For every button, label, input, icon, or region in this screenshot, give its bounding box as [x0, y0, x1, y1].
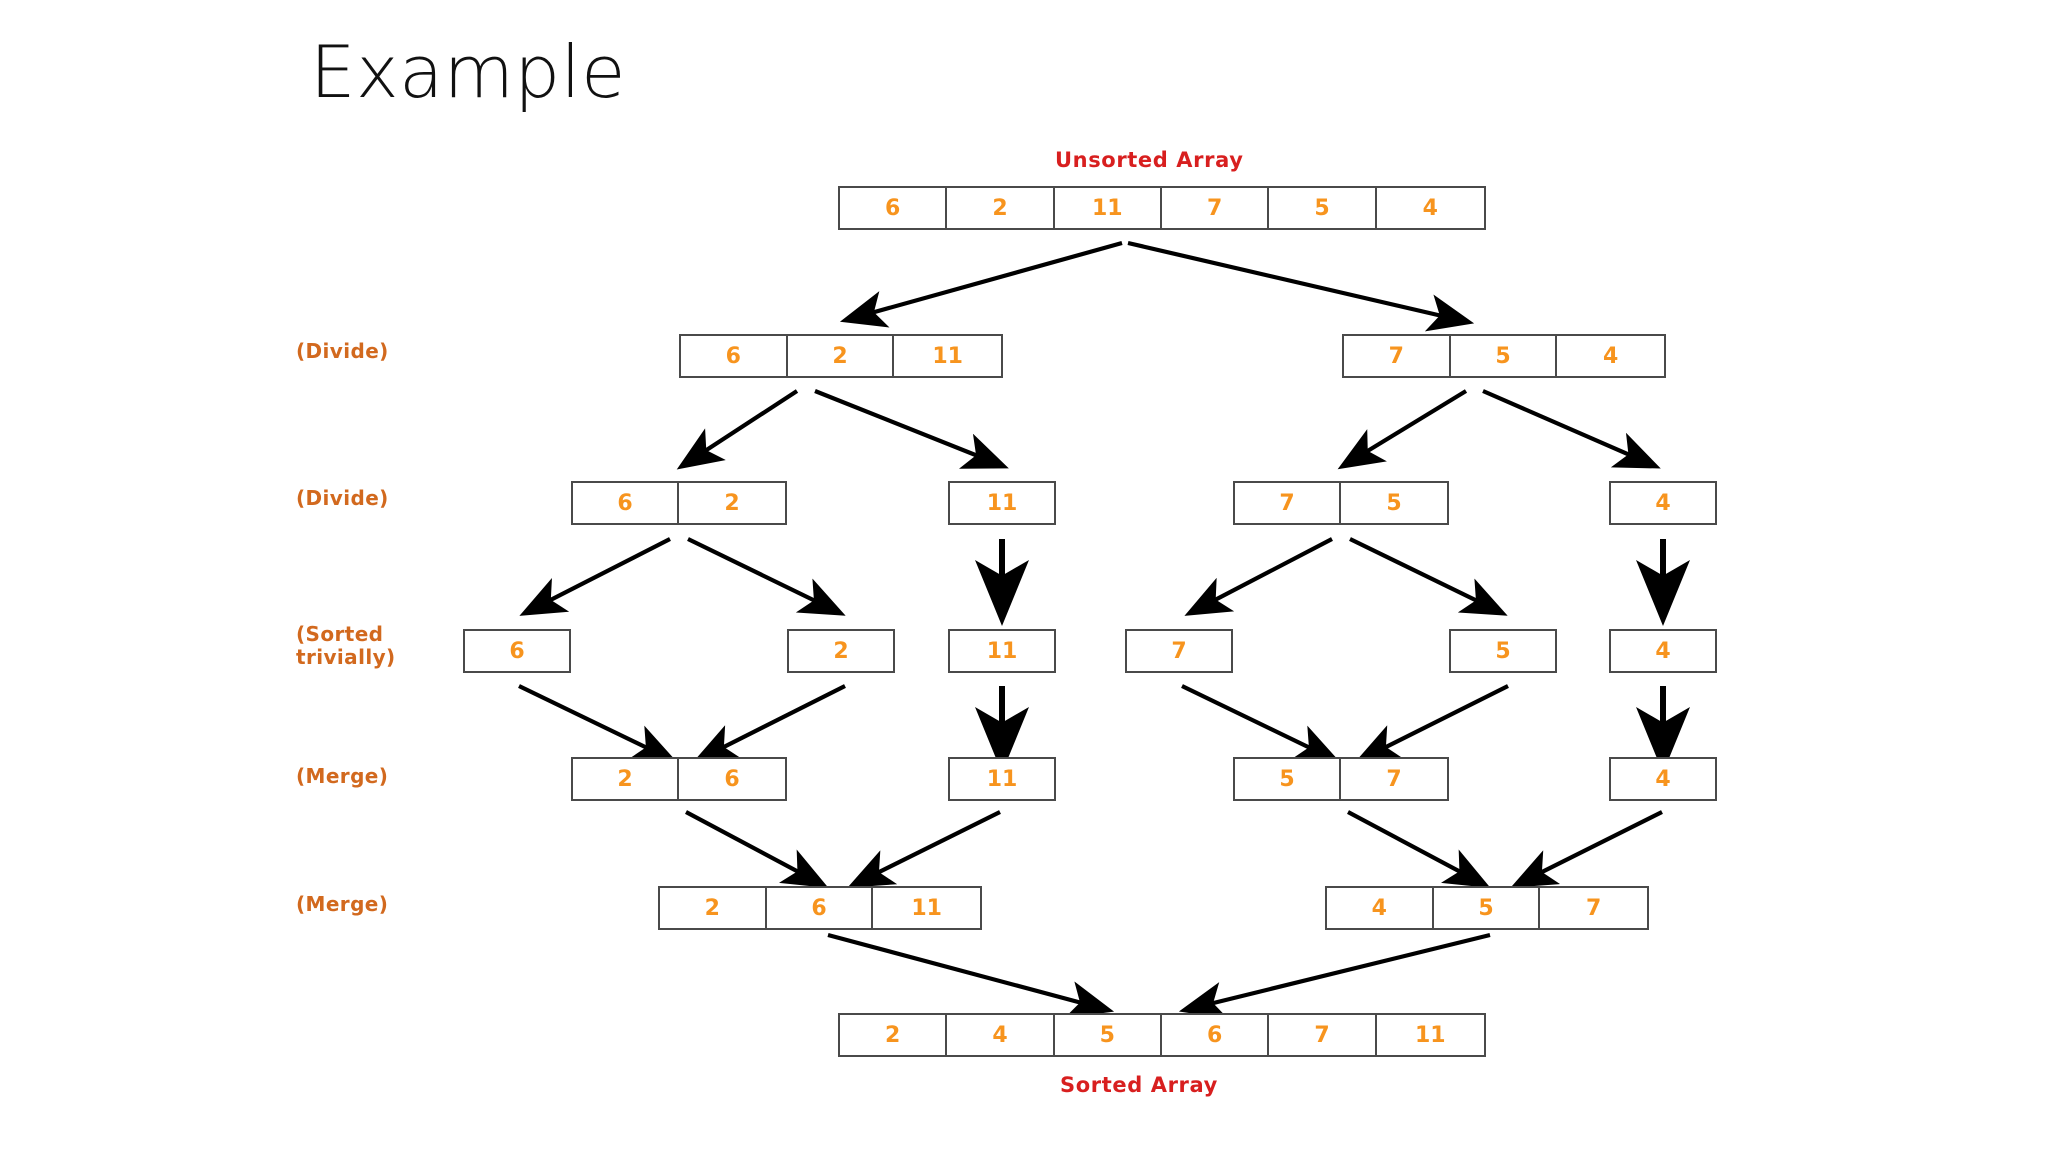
arrow-r4c-to-r5r: [1347, 810, 1491, 888]
arrow-r5l-to-r6: [827, 932, 1115, 1018]
array-cell: 5: [1433, 888, 1541, 928]
array-cell: 5: [1235, 759, 1342, 799]
array-cell: 6: [681, 336, 788, 376]
array-cell: 5: [1054, 1015, 1162, 1055]
arrow-r3d-to-r4c: [1181, 684, 1341, 763]
array-cell: 2: [787, 336, 895, 376]
array-cell: 2: [947, 188, 1055, 228]
arrow-r0-to-r1-right: [1127, 240, 1475, 332]
array-cell: 4: [1611, 631, 1715, 671]
arrow-r1r-to-r2d: [1482, 389, 1661, 469]
array-cell: 6: [1161, 1015, 1270, 1055]
array-cell: 7: [1161, 188, 1270, 228]
array-cell: 2: [660, 888, 767, 928]
array-cell: 2: [573, 759, 680, 799]
array-cell: 5: [1269, 188, 1377, 228]
array-merge-4: 4: [1609, 757, 1717, 801]
array-cell: 4: [1376, 188, 1484, 228]
array-cell: 2: [679, 483, 785, 523]
arrow-r3a-to-r4a: [518, 684, 678, 763]
array-cell: 11: [950, 483, 1054, 523]
array-cell: 5: [1341, 483, 1447, 523]
arrow-r2c-to-r3e: [1349, 537, 1508, 616]
stage-label-divide-1: (Divide): [296, 339, 389, 363]
arrow-r2a-to-r3a: [519, 537, 671, 616]
array-merge-11: 11: [948, 757, 1056, 801]
array-leaf-11: 11: [948, 629, 1056, 673]
array-cell: 4: [1557, 336, 1664, 376]
arrow-r0-to-r1-left: [839, 240, 1123, 328]
array-cell: 11: [894, 336, 1001, 376]
caption-sorted-array: Sorted Array: [1060, 1073, 1218, 1097]
array-divide-4: 4: [1609, 481, 1717, 525]
arrow-r4b-to-r5l: [847, 810, 1001, 888]
array-cell: 2: [789, 631, 893, 671]
array-cell: 11: [1376, 1015, 1484, 1055]
arrow-r1l-to-r2a: [676, 389, 799, 470]
array-leaf-5: 5: [1449, 629, 1557, 673]
arrow-r1r-to-r2c: [1337, 389, 1468, 470]
array-cell: 7: [1344, 336, 1451, 376]
arrow-r4d-to-r5r: [1510, 810, 1663, 888]
array-cell: 6: [465, 631, 569, 671]
arrow-r5r-to-r6: [1178, 932, 1491, 1019]
stage-label-merge-1: (Merge): [296, 764, 389, 788]
array-leaf-2: 2: [787, 629, 895, 673]
array-cell: 4: [1327, 888, 1434, 928]
array-cell: 6: [766, 888, 874, 928]
array-leaf-7: 7: [1125, 629, 1233, 673]
array-cell: 6: [679, 759, 785, 799]
arrow-r4a-to-r5l: [685, 810, 829, 888]
stage-label-divide-2: (Divide): [296, 486, 389, 510]
arrow-r2c-to-r3d: [1184, 537, 1333, 616]
array-cell: 4: [1611, 759, 1715, 799]
stage-label-merge-2: (Merge): [296, 892, 389, 916]
array-cell: 2: [840, 1015, 948, 1055]
array-divide-11: 11: [948, 481, 1056, 525]
array-cell: 11: [1054, 188, 1162, 228]
array-cell: 7: [1235, 483, 1342, 523]
arrow-r3b-to-r4a: [692, 684, 846, 763]
arrow-r2a-to-r3b: [687, 537, 846, 616]
arrow-r3e-to-r4c: [1354, 684, 1509, 763]
array-leaf-6: 6: [463, 629, 571, 673]
array-cell: 4: [1611, 483, 1715, 523]
arrow-r1l-to-r2b: [814, 389, 1009, 469]
array-cell: 6: [840, 188, 948, 228]
array-cell: 11: [873, 888, 980, 928]
array-cell: 7: [1269, 1015, 1377, 1055]
caption-unsorted-array: Unsorted Array: [1055, 148, 1244, 172]
page-title: Example: [310, 30, 626, 114]
array-cell: 6: [573, 483, 680, 523]
array-cell: 11: [950, 631, 1054, 671]
array-cell: 5: [1450, 336, 1558, 376]
array-cell: 11: [950, 759, 1054, 799]
array-leaf-4: 4: [1609, 629, 1717, 673]
array-cell: 7: [1127, 631, 1231, 671]
array-cell: 7: [1540, 888, 1647, 928]
array-cell: 4: [947, 1015, 1055, 1055]
array-cell: 7: [1341, 759, 1447, 799]
array-cell: 5: [1451, 631, 1555, 671]
stage-label-sorted-trivially: (Sorted trivially): [296, 622, 396, 669]
